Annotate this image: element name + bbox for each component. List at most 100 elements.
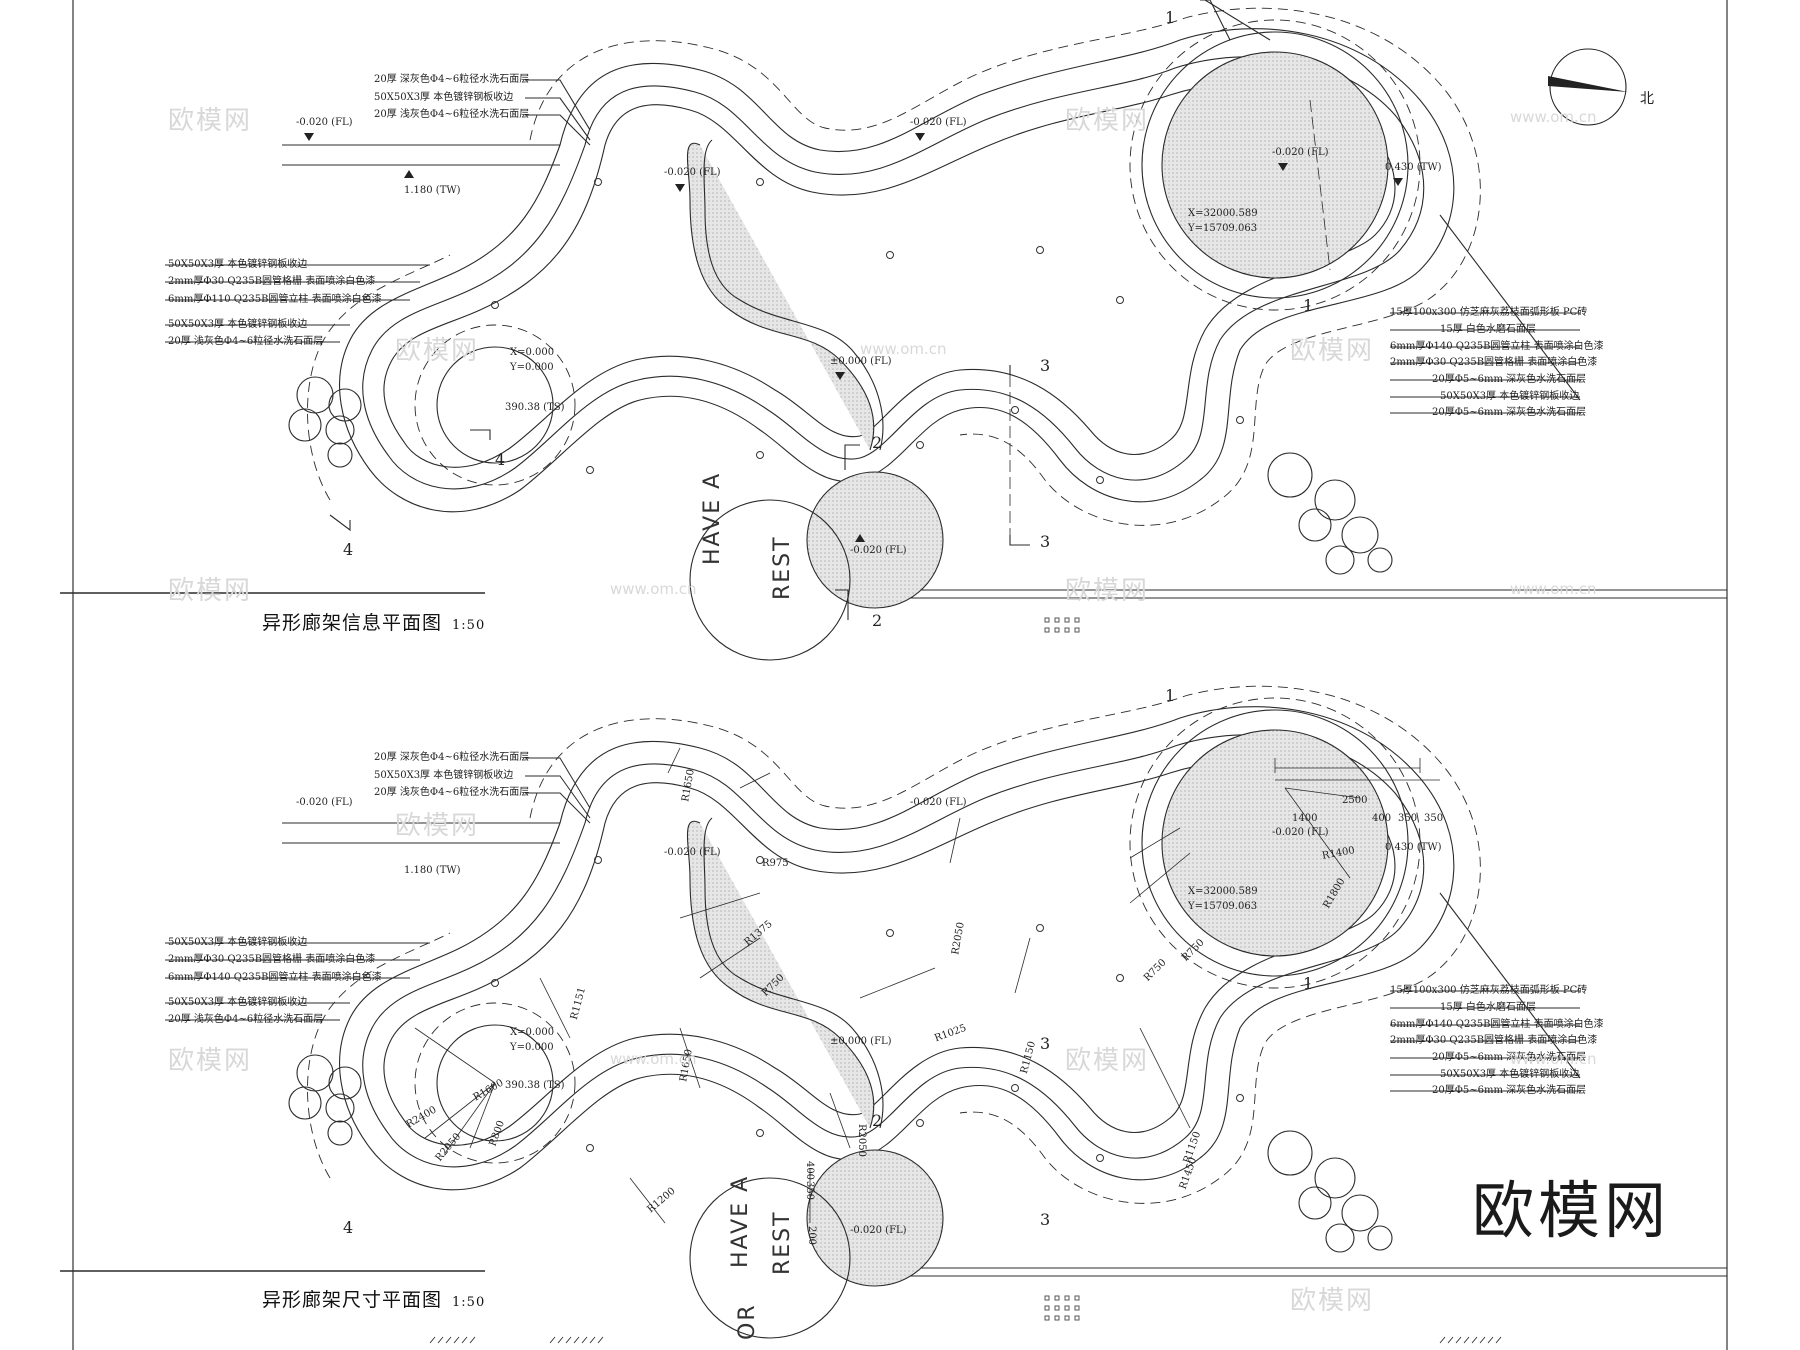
watermark: 欧模网	[1065, 106, 1150, 136]
rest-sign-text: HAVE A	[728, 1174, 753, 1268]
plan-top-drawing	[60, 0, 1727, 661]
note-mid-1: 50X50X3厚 本色镀锌钢板收边	[168, 259, 308, 270]
section-mark: 3	[1040, 1034, 1051, 1053]
section-mark: 4	[495, 450, 506, 469]
note-right-1: 15厚100x300 仿芝麻灰荔枝面弧形板 PC砖	[1390, 985, 1588, 996]
dim-label: R975	[762, 858, 789, 869]
plan-scale: 1:50	[452, 618, 486, 633]
coord-y-left: Y=0.000	[510, 362, 554, 373]
coord-x-right: X=32000.589	[1188, 886, 1258, 897]
note-mid-1: 50X50X3厚 本色镀锌钢板收边	[168, 937, 308, 948]
section-mark: 3	[1040, 532, 1051, 551]
note-right-3: 6mm厚Φ140 Q235B圆管立柱 表面喷涂白色漆	[1390, 341, 1604, 352]
note-mid-3: 6mm厚Φ140 Q235B圆管立柱 表面喷涂白色漆	[168, 972, 382, 983]
note-mid-5: 20厚 浅灰色Φ4~6粒径水洗石面层	[168, 1014, 324, 1025]
rest-sign-text: REST	[770, 535, 795, 600]
level-6: 0.430 (TW)	[1385, 842, 1442, 853]
section-mark: 2	[872, 1111, 883, 1130]
level-8: -0.020 (FL)	[850, 1225, 907, 1236]
coord-x-right: X=32000.589	[1188, 208, 1258, 219]
watermark: 欧模网	[1065, 576, 1150, 606]
section-mark: 1	[1303, 974, 1314, 993]
dim-label: 350	[1424, 813, 1444, 824]
dim-label: 1400	[1292, 813, 1318, 824]
note-right-7: 20厚Φ5~6mm 深灰色水洗石面层	[1432, 407, 1587, 418]
watermark: 欧模网	[395, 811, 480, 841]
level-5: -0.020 (FL)	[1272, 147, 1329, 158]
note-top-2: 50X50X3厚 本色镀锌钢板收边	[374, 770, 514, 781]
level-9: 390.38 (TS)	[505, 402, 565, 413]
plan-title-bottom: 异形廊架尺寸平面图 1:50	[262, 1285, 485, 1312]
coord-y-left: Y=0.000	[510, 1042, 554, 1053]
level-3: -0.020 (FL)	[910, 117, 967, 128]
level-7: ±0.000 (FL)	[830, 356, 892, 367]
section-mark: 3	[1040, 1210, 1051, 1229]
rest-sign-text: HAVE A	[700, 471, 725, 565]
note-right-6: 50X50X3厚 本色镀锌钢板收边	[1440, 1069, 1580, 1080]
note-right-5: 20厚Φ5~6mm 深灰色水洗石面层	[1432, 1052, 1587, 1063]
note-mid-5: 20厚 浅灰色Φ4~6粒径水洗石面层	[168, 336, 324, 347]
coord-y-right: Y=15709.063	[1188, 223, 1258, 234]
note-right-4: 2mm厚Φ30 Q235B圆管格栅 表面喷涂白色漆	[1390, 1035, 1598, 1046]
note-top-2: 50X50X3厚 本色镀锌钢板收边	[374, 92, 514, 103]
plan-title-text: 异形廊架信息平面图	[262, 612, 443, 634]
level-1: -0.020 (FL)	[296, 797, 353, 808]
watermark-url: www.om.cn	[860, 340, 947, 358]
section-mark: 4	[343, 540, 354, 559]
watermark-url: www.om.cn	[1510, 1050, 1597, 1068]
note-top-3: 20厚 浅灰色Φ4~6粒径水洗石面层	[374, 787, 530, 798]
plan-title-text: 异形廊架尺寸平面图	[262, 1289, 443, 1311]
coord-x-left: X=0.000	[510, 1027, 555, 1038]
note-mid-2: 2mm厚Φ30 Q235B圆管格栅 表面喷涂白色漆	[168, 954, 376, 965]
note-top-1: 20厚 深灰色Φ4~6粒径水洗石面层	[374, 74, 530, 85]
level-9: 390.38 (TS)	[505, 1080, 565, 1091]
brand-logo: 欧模网	[1472, 1174, 1671, 1247]
watermark-url: www.om.cn	[610, 1050, 697, 1068]
level-3: -0.020 (FL)	[910, 797, 967, 808]
watermark-url: www.om.cn	[1510, 580, 1597, 598]
north-arrow-icon	[1548, 48, 1628, 126]
section-mark: 2	[872, 611, 883, 630]
watermark: 欧模网	[168, 1046, 253, 1076]
watermark-url: www.om.cn	[1510, 108, 1597, 126]
note-right-7: 20厚Φ5~6mm 深灰色水洗石面层	[1432, 1085, 1587, 1096]
note-right-2: 15厚 白色水磨石面层	[1440, 1002, 1536, 1013]
level-8: -0.020 (FL)	[850, 545, 907, 556]
section-mark: 3	[1040, 356, 1051, 375]
rest-sign-text: OR	[735, 1303, 760, 1340]
level-4: -0.020 (FL)	[664, 167, 721, 178]
note-mid-4: 50X50X3厚 本色镀锌钢板收边	[168, 997, 308, 1008]
watermark: 欧模网	[168, 106, 253, 136]
section-mark: 1	[1165, 686, 1176, 705]
note-top-1: 20厚 深灰色Φ4~6粒径水洗石面层	[374, 752, 530, 763]
dim-label: 200	[806, 1225, 818, 1246]
note-right-4: 2mm厚Φ30 Q235B圆管格栅 表面喷涂白色漆	[1390, 357, 1598, 368]
level-5: -0.020 (FL)	[1272, 827, 1329, 838]
note-right-5: 20厚Φ5~6mm 深灰色水洗石面层	[1432, 374, 1587, 385]
plan-title-top: 异形廊架信息平面图 1:50	[262, 608, 485, 635]
level-7: ±0.000 (FL)	[830, 1036, 892, 1047]
watermark: 欧模网	[1065, 1046, 1150, 1076]
north-label: 北	[1640, 91, 1654, 107]
dim-label: 2500	[1342, 795, 1368, 806]
note-right-1: 15厚100x300 仿芝麻灰荔枝面弧形板 PC砖	[1390, 307, 1588, 318]
note-right-6: 50X50X3厚 本色镀锌钢板收边	[1440, 391, 1580, 402]
dim-label: 400	[804, 1160, 816, 1181]
level-6: 0.430 (TW)	[1385, 162, 1442, 173]
watermark: 欧模网	[1290, 1286, 1375, 1316]
note-right-3: 6mm厚Φ140 Q235B圆管立柱 表面喷涂白色漆	[1390, 1019, 1604, 1030]
section-mark: 4	[343, 1218, 354, 1237]
note-right-2: 15厚 白色水磨石面层	[1440, 324, 1536, 335]
coord-y-right: Y=15709.063	[1188, 901, 1258, 912]
plan-scale: 1:50	[452, 1295, 486, 1310]
section-mark: 1	[1303, 296, 1314, 315]
watermark: 欧模网	[395, 336, 480, 366]
plan-bottom-drawing	[60, 685, 1727, 1344]
note-mid-2: 2mm厚Φ30 Q235B圆管格栅 表面喷涂白色漆	[168, 276, 376, 287]
level-4: -0.020 (FL)	[664, 847, 721, 858]
note-mid-4: 50X50X3厚 本色镀锌钢板收边	[168, 319, 308, 330]
dim-label: R2050	[855, 1124, 867, 1157]
dim-label: 400	[1372, 813, 1392, 824]
level-2: 1.180 (TW)	[404, 185, 461, 196]
